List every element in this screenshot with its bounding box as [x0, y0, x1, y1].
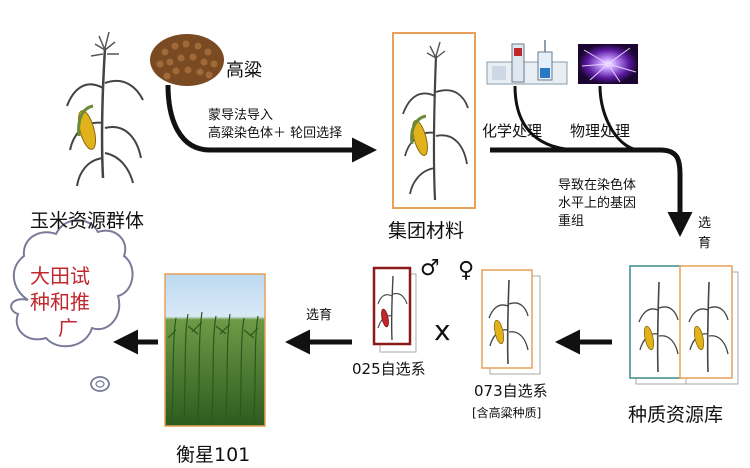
germplasm-frame-2	[629, 265, 683, 379]
cross-symbol: x	[434, 314, 451, 347]
germplasm-frame-4	[679, 265, 733, 379]
arrow-label-line2: 高粱染色体＋ 轮回选择	[208, 126, 343, 141]
hengxing-field-photo	[164, 273, 266, 427]
maize-population-label: 玉米资源群体	[30, 210, 145, 232]
thought-cloud	[10, 219, 134, 348]
select-vertical-2: 育	[698, 236, 712, 251]
germplasm-library-label: 种质资源库	[628, 404, 724, 426]
female-symbol: ♀	[458, 258, 475, 283]
group-material-plant-icon	[402, 41, 469, 201]
arrow-label-line1: 蒙导法导入	[208, 108, 274, 123]
physical-label: 物理处理	[570, 122, 631, 140]
recombination-line1: 导致在染色体	[558, 178, 637, 193]
arrow-to-group-material	[165, 84, 377, 163]
chemical-equipment-icon	[486, 40, 568, 85]
sorghum-grain-icon	[150, 34, 224, 86]
germplasm-plant-icon-1	[638, 281, 679, 373]
chemical-label: 化学处理	[482, 122, 543, 140]
select-vertical-1: 选	[698, 216, 712, 231]
line-073-label: 073自选系	[474, 382, 548, 400]
recombination-line3: 重组	[558, 214, 585, 229]
hengxing-label: 衡星101	[176, 444, 251, 466]
field-plants-icon	[167, 311, 259, 421]
arrow-to-germplasm	[490, 147, 693, 237]
cloud-text-line1: 大田试	[30, 264, 90, 288]
line-025-label: 025自选系	[352, 360, 426, 378]
male-symbol: ♂	[420, 256, 440, 281]
line-073-plant-icon	[488, 279, 529, 365]
germplasm-plant-icon-2	[688, 281, 729, 373]
cloud-bubble-2	[95, 380, 105, 388]
corn-plant-icon	[66, 31, 144, 187]
sorghum-label: 高粱	[226, 60, 262, 81]
recombination-line2: 水平上的基因	[558, 196, 637, 211]
cloud-text-line3: 广	[58, 316, 78, 340]
group-material-label: 集团材料	[388, 220, 465, 242]
plasma-rays-icon	[581, 47, 637, 83]
cloud-text-line2: 种和推	[30, 290, 90, 314]
cloud-bubble-1	[90, 376, 110, 392]
line-025-plant-icon	[377, 275, 408, 341]
select-left-label: 选育	[306, 308, 333, 323]
line-073-note: [含高粱种质]	[472, 406, 542, 420]
